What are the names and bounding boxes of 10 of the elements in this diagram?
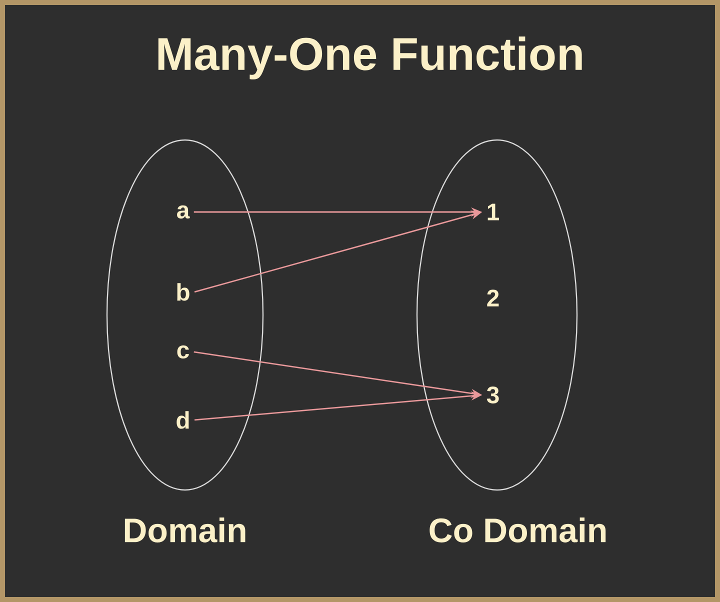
title: Many-One Function (158, 36, 582, 80)
set-element: a (177, 205, 190, 219)
set-element: b (177, 283, 190, 301)
set-heading: Domain (124, 518, 246, 542)
set-element: 3 (486, 386, 499, 404)
set-element: d (176, 411, 189, 429)
set-element: 2 (487, 290, 499, 306)
set-element: c (177, 345, 189, 359)
set-heading: Co Domain (430, 518, 606, 542)
set-element: 1 (488, 204, 499, 220)
